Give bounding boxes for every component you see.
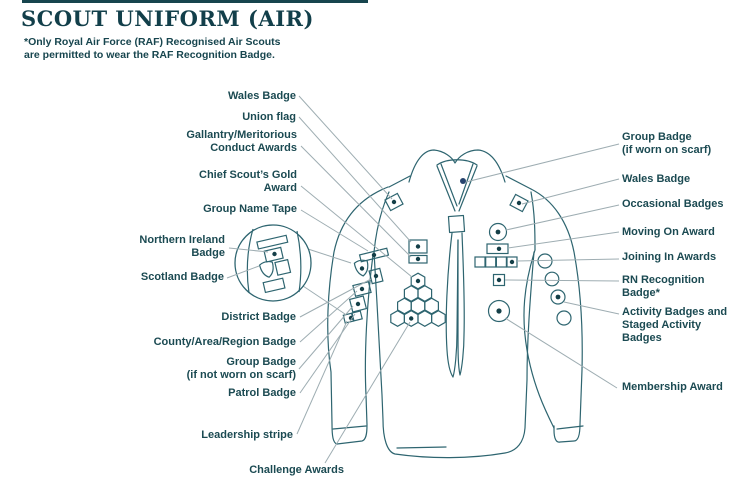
- magnifier-ni-dot: [272, 251, 277, 257]
- label-joining-in-awards: Joining In Awards: [622, 251, 717, 263]
- label-district-badge: District Badge: [221, 311, 296, 323]
- badge-activity-2: [544, 271, 560, 287]
- badge-county: [352, 281, 372, 297]
- woggle: [447, 214, 466, 234]
- sleeve-seam-right: [523, 249, 555, 429]
- cuff-line-left: [332, 425, 367, 430]
- magnifier-seam-left: [246, 228, 254, 294]
- badge-scotland-shield: [353, 259, 369, 277]
- magnifier-name-tape: [256, 234, 289, 250]
- label-group-badge-sleeve: Group Badge (if not worn on scarf): [186, 356, 296, 381]
- scarf-fold-left: [440, 163, 458, 207]
- badge-gallantry: [408, 254, 428, 264]
- scarf-fold-right: [458, 163, 474, 205]
- badge-activity-4: [556, 310, 572, 326]
- badge-joining-in-row: [474, 256, 518, 268]
- label-rn-recognition: RN Recognition Badge*: [622, 274, 705, 299]
- cuff-line-right: [556, 425, 584, 430]
- magnifier-seam-right: [296, 230, 302, 293]
- scarf-tail-right: [457, 232, 465, 376]
- label-leadership-stripe: Leadership stripe: [201, 429, 293, 441]
- label-membership-award: Membership Award: [622, 381, 723, 393]
- label-activity-badges: Activity Badges and Staged Activity Badg…: [622, 306, 728, 344]
- label-wales-badge-left: Wales Badge: [227, 90, 296, 102]
- shoulder-left: [388, 175, 411, 188]
- label-scotland-badge: Scotland Badge: [140, 271, 224, 283]
- collar: [408, 149, 506, 183]
- badge-wales-right-shoulder: [509, 193, 529, 213]
- magnifier-lower-rect: [262, 277, 286, 294]
- badge-rn-recognition: [492, 273, 506, 287]
- magnifier-square-badge: [274, 258, 292, 276]
- sleeve-right: [530, 188, 583, 443]
- label-patrol-badge: Patrol Badge: [228, 387, 296, 399]
- shirt-hem-line: [396, 446, 447, 449]
- badge-occasional: [488, 222, 508, 242]
- badge-district: [368, 267, 384, 285]
- scarf-v-left: [436, 165, 456, 212]
- badge-activity-3: [550, 289, 566, 305]
- label-union-flag: Union flag: [242, 111, 296, 123]
- page-title: SCOUT UNIFORM (AIR): [21, 6, 314, 31]
- label-group-badge-scarf: Group Badge (if worn on scarf): [622, 131, 712, 156]
- scarf-tail-left: [445, 232, 459, 378]
- badge-group-name-tape: [358, 247, 390, 263]
- label-county-badge: County/Area/Region Badge: [153, 336, 296, 348]
- top-rule: [22, 0, 368, 3]
- badge-challenge-hexagons: [390, 272, 446, 327]
- collar-inner: [436, 159, 478, 166]
- label-chief-scout-gold: Chief Scout’s Gold Award: [199, 169, 297, 194]
- leader-lines: [226, 95, 620, 464]
- badge-union-flag: [408, 239, 428, 254]
- label-northern-ireland: Northern Ireland Badge: [139, 234, 225, 259]
- sleeve-left: [327, 186, 389, 445]
- magnifier-circle: [234, 224, 312, 302]
- scarf-v-right: [458, 165, 478, 212]
- badge-moving-on: [486, 243, 509, 255]
- shoulder-right: [505, 175, 532, 190]
- magnifier-connectors: [302, 248, 352, 315]
- shirt-body: [373, 251, 535, 459]
- raf-footnote: *Only Royal Air Force (RAF) Recognised A…: [24, 36, 281, 61]
- label-challenge-awards: Challenge Awards: [249, 464, 344, 476]
- badge-marker-dots: [348, 199, 561, 321]
- label-gallantry: Gallantry/Meritorious Conduct Awards: [186, 129, 297, 154]
- label-occasional-badges: Occasional Badges: [622, 198, 724, 210]
- badge-wales-left-shoulder: [384, 192, 404, 212]
- label-wales-badge-right: Wales Badge: [622, 173, 691, 185]
- magnifier-scotland-shield: [258, 260, 274, 278]
- badge-group: [348, 295, 368, 313]
- scarf-group-badge-dot: [460, 178, 466, 184]
- label-moving-on-award: Moving On Award: [622, 226, 715, 238]
- magnifier-ni-badge: [263, 246, 284, 263]
- label-group-name-tape: Group Name Tape: [203, 203, 297, 215]
- badge-membership: [487, 299, 511, 323]
